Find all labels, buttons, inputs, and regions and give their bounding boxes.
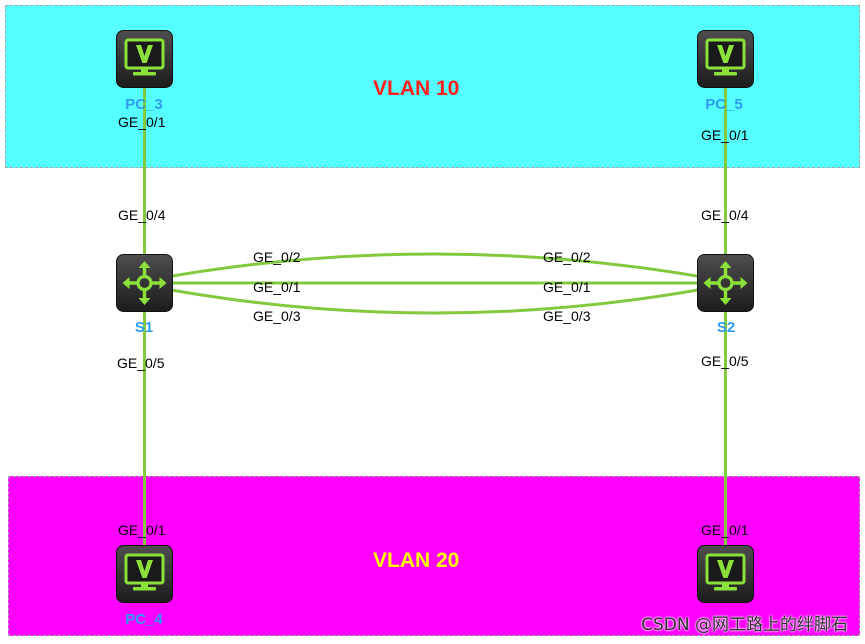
device-pc3[interactable] bbox=[116, 30, 173, 88]
device-label-s1: S1 bbox=[134, 319, 154, 336]
switch-icon bbox=[116, 254, 173, 312]
switch-icon bbox=[697, 254, 754, 312]
port-label-pc-bottom-right-ge01: GE_0/1 bbox=[701, 522, 749, 538]
watermark: CSDN @网工路上的绊脚石 bbox=[641, 615, 848, 635]
link-s1-s2-lower[interactable] bbox=[142, 283, 727, 315]
device-pc5[interactable] bbox=[697, 30, 754, 88]
device-s2[interactable] bbox=[697, 254, 754, 312]
port-label-s1-ge03: GE_0/3 bbox=[253, 308, 301, 324]
vlan20-label: VLAN 20 bbox=[373, 549, 460, 572]
port-label-pc5-ge01: GE_0/1 bbox=[701, 127, 749, 143]
port-label-pc4-ge01: GE_0/1 bbox=[118, 522, 166, 538]
device-pc-bottom-right[interactable] bbox=[697, 545, 754, 603]
port-label-s2-ge01: GE_0/1 bbox=[543, 279, 591, 295]
port-label-s1-ge02: GE_0/2 bbox=[253, 249, 301, 265]
pc-icon bbox=[697, 545, 754, 603]
port-label-s1-ge04: GE_0/4 bbox=[118, 207, 166, 223]
port-label-s1-ge01: GE_0/1 bbox=[253, 279, 301, 295]
port-label-s2-ge03: GE_0/3 bbox=[543, 308, 591, 324]
device-label-pc4: PC_4 bbox=[125, 611, 163, 628]
pc-icon bbox=[116, 545, 173, 603]
device-label-pc3: PC_3 bbox=[125, 96, 163, 113]
port-label-s1-ge05: GE_0/5 bbox=[117, 355, 165, 371]
port-label-s2-ge05: GE_0/5 bbox=[701, 353, 749, 369]
pc-icon bbox=[697, 30, 754, 88]
pc-icon bbox=[116, 30, 173, 88]
link-s1-s2-upper[interactable] bbox=[142, 252, 727, 283]
device-s1[interactable] bbox=[116, 254, 173, 312]
port-label-s2-ge02: GE_0/2 bbox=[543, 249, 591, 265]
port-label-pc3-ge01: GE_0/1 bbox=[118, 114, 166, 130]
device-pc4[interactable] bbox=[116, 545, 173, 603]
vlan10-label: VLAN 10 bbox=[373, 77, 460, 100]
port-label-s2-ge04: GE_0/4 bbox=[701, 207, 749, 223]
device-label-s2: S2 bbox=[716, 319, 736, 336]
device-label-pc5: PC_5 bbox=[705, 96, 743, 113]
